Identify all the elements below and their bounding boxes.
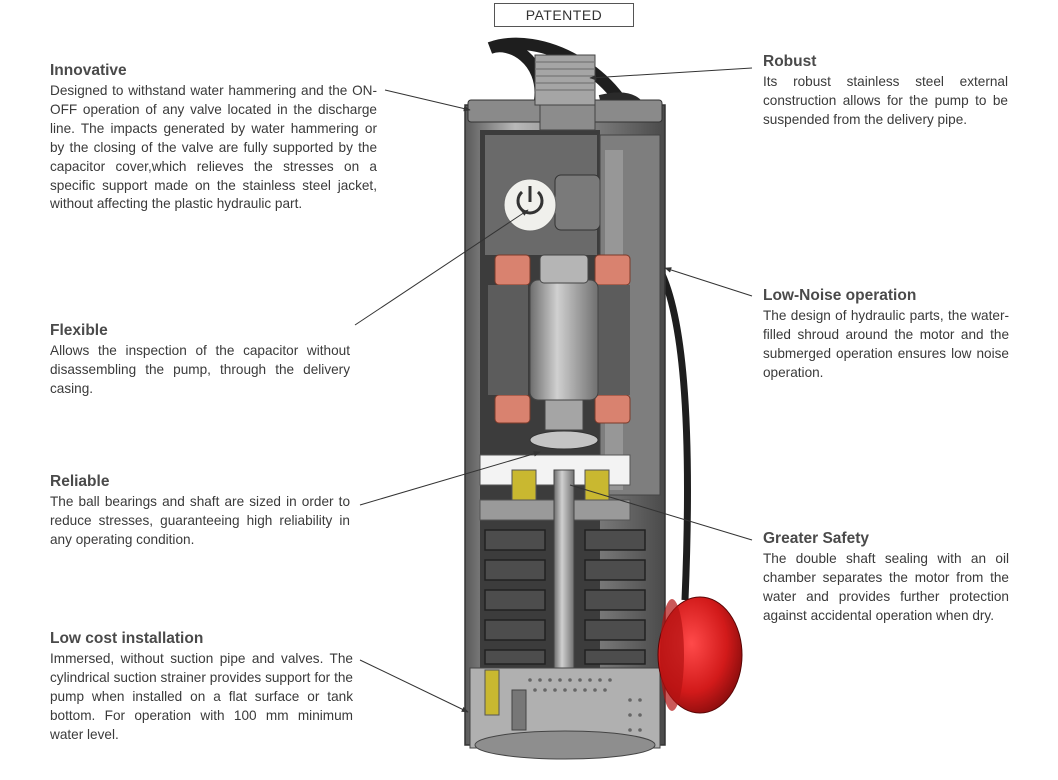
feature-title: Flexible <box>50 322 108 339</box>
capacitor-cover <box>503 178 557 232</box>
strainer-holes <box>528 678 642 732</box>
feature-title: Low cost installation <box>50 630 204 647</box>
callout-safety <box>569 484 753 541</box>
float-cable <box>656 268 691 601</box>
feature-title: Robust <box>763 53 817 70</box>
feature-text: Its robust stainless steel external cons… <box>763 74 1008 127</box>
support-bolt <box>484 669 500 716</box>
stator-winding-bottom-right <box>594 394 631 424</box>
impeller-stages <box>484 529 646 665</box>
feature-text: Immersed, without suction pipe and valve… <box>50 651 353 742</box>
feature-title: Innovative <box>50 62 127 79</box>
stator-winding-bottom-left <box>494 394 531 424</box>
feature-reliable: Reliable The ball bearings and shaft are… <box>50 473 350 550</box>
feature-text: The design of hydraulic parts, the water… <box>763 308 1009 380</box>
feature-robust: Robust Its robust stainless steel extern… <box>763 53 1008 130</box>
patented-badge: PATENTED <box>494 3 634 27</box>
feature-text: The double shaft sealing with an oil cha… <box>763 551 1009 623</box>
pump-shaft <box>553 469 575 671</box>
oil-chamber-seal-left <box>511 469 537 503</box>
feature-title: Reliable <box>50 473 110 490</box>
callout-lines <box>354 67 753 713</box>
callout-innovative <box>384 89 471 112</box>
stator-winding-top-left <box>494 254 531 286</box>
rotor <box>529 279 599 401</box>
feature-text: Allows the inspection of the capacitor w… <box>50 343 350 396</box>
feature-low-noise: Low-Noise operation The design of hydrau… <box>763 287 1009 383</box>
callout-low-noise <box>664 267 753 297</box>
oil-chamber-seal-right <box>584 469 610 503</box>
capacitor <box>554 174 601 231</box>
feature-text: Designed to withstand water hammering an… <box>50 83 377 212</box>
feature-flexible: Flexible Allows the inspection of the ca… <box>50 322 350 399</box>
feature-title: Low-Noise operation <box>763 287 917 304</box>
stator-winding-top-right <box>594 254 631 286</box>
ball-bearing <box>529 430 599 450</box>
callout-reliable <box>359 451 541 506</box>
power-cable <box>487 37 646 146</box>
feature-text: The ball bearings and shaft are sized in… <box>50 494 350 547</box>
feature-low-cost-installation: Low cost installation Immersed, without … <box>50 630 353 745</box>
feature-title: Greater Safety <box>763 530 869 547</box>
callout-flexible <box>354 209 529 326</box>
callout-robust <box>589 67 753 81</box>
callout-low-cost <box>359 659 469 713</box>
feature-innovative: Innovative Designed to withstand water h… <box>50 62 377 214</box>
feature-greater-safety: Greater Safety The double shaft sealing … <box>763 530 1009 626</box>
